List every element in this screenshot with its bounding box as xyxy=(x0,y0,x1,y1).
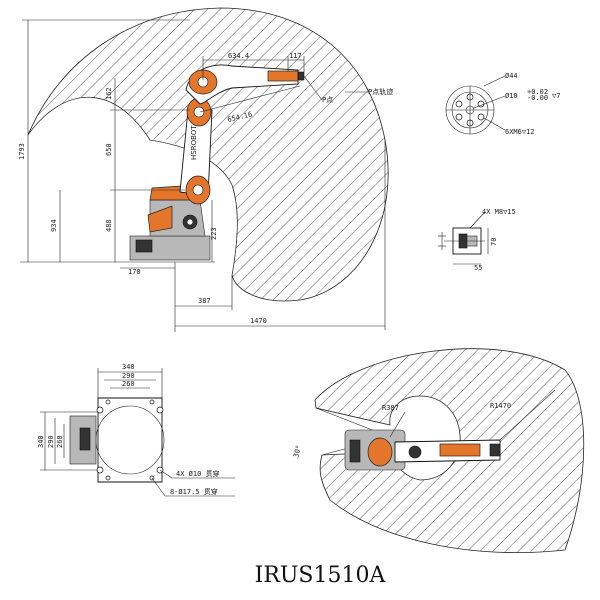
side-dimensions: 1793 934 162 650 488 634.4 117 6 xyxy=(18,19,386,332)
label-p-point: P点 xyxy=(322,96,333,104)
base-holes-175: 8-Ø17.5 贯穿 xyxy=(170,487,218,496)
dim-650: 650 xyxy=(105,143,113,156)
base-holes-10: 4X Ø10 贯穿 xyxy=(176,469,220,478)
dim-117: 117 xyxy=(289,52,302,60)
flange-d44: Ø44 xyxy=(505,72,518,80)
flange-depth7: ▽7 xyxy=(552,92,560,100)
dim-162: 162 xyxy=(105,87,113,100)
side-inner-arc xyxy=(27,97,238,276)
base-d340-side: 340 xyxy=(37,435,45,448)
dim-634: 634.4 xyxy=(228,52,249,60)
flange-tol-upper: +0.02 xyxy=(527,88,548,96)
dim-488: 488 xyxy=(105,219,113,232)
side-flange-d70: 70 xyxy=(490,238,498,246)
dim-223: 223 xyxy=(210,227,218,240)
base-d290-side: 290 xyxy=(47,435,55,448)
top-r387: R387 xyxy=(382,404,399,412)
dim-1793: 1793 xyxy=(18,143,26,160)
dim-1470: 1470 xyxy=(250,317,267,325)
side-flange-view: 4X M8▽15 70 55 xyxy=(438,208,516,272)
flange-d10: Ø10 xyxy=(505,92,518,100)
robot-lower-arm: HSROBOT xyxy=(179,97,213,205)
base-d260-top: 260 xyxy=(122,380,135,388)
top-robot xyxy=(344,429,501,471)
base-d260-side: 260 xyxy=(56,435,64,448)
robot-upper-arm xyxy=(185,64,305,105)
base-d290-top: 290 xyxy=(122,372,135,380)
top-workspace-envelope xyxy=(314,348,585,553)
side-flange-d55: 55 xyxy=(474,264,482,272)
label-p-track: P点轨迹 xyxy=(368,87,393,96)
flange-view: Ø44 Ø10 +0.02 -0.00 ▽7 6XM6▽12 xyxy=(445,72,560,136)
brand-label: HSROBOT xyxy=(190,125,198,160)
top-view: 30° R387 R1470 xyxy=(292,348,585,553)
flange-tol-lower: -0.00 xyxy=(527,94,548,102)
base-view: 340 290 260 340 290 260 4X Ø10 贯穿 8-Ø17.… xyxy=(37,363,235,497)
model-title: IRUS1510A xyxy=(255,563,387,588)
top-r1470: R1470 xyxy=(490,402,511,410)
dim-170: 170 xyxy=(128,268,141,276)
side-view: HSROBOT 1793 934 162 650 xyxy=(18,7,393,332)
dim-934: 934 xyxy=(50,219,58,232)
dim-387: 387 xyxy=(198,297,211,305)
robot-base xyxy=(129,185,211,261)
side-flange-m8: 4X M8▽15 xyxy=(482,208,516,216)
flange-holes: 6XM6▽12 xyxy=(505,128,535,136)
base-d340-top: 340 xyxy=(122,363,135,371)
top-angle: 30° xyxy=(292,444,303,458)
